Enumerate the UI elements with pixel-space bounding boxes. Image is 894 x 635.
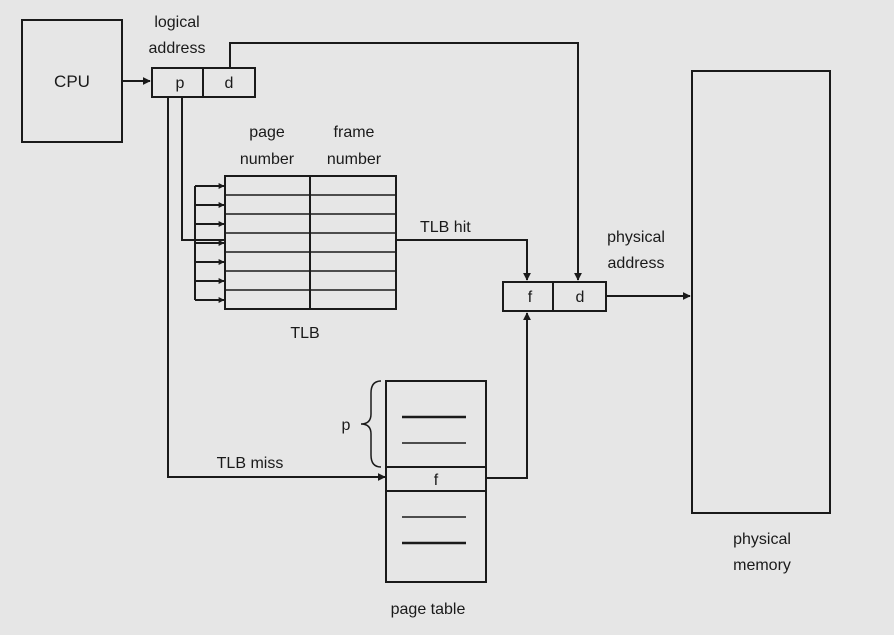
logical-address-box: p d <box>151 67 256 98</box>
page-table-p-label: p <box>342 417 351 434</box>
tlb-table <box>224 175 397 310</box>
logical-address-label-1: logical <box>154 14 199 31</box>
p-brace <box>360 380 382 468</box>
tlb-miss-arrow <box>167 97 386 481</box>
physical-address-box: f d <box>502 281 607 312</box>
page-table-label: page table <box>391 601 466 618</box>
tlb-header-frame-2: number <box>327 151 382 168</box>
tlb-header-frame-1: frame <box>334 124 375 141</box>
tlb-hit-arrow <box>396 239 531 281</box>
cpu-label: CPU <box>54 72 90 91</box>
p-to-tlb-line <box>181 97 225 241</box>
logical-d-field: d <box>225 75 234 92</box>
physical-memory-label-1: physical <box>733 531 791 548</box>
page-table: f <box>385 380 487 583</box>
tlb-comb-arrows <box>195 183 225 303</box>
physical-memory-label-2: memory <box>733 557 791 574</box>
physical-address-label-2: address <box>608 255 665 272</box>
cpu-box: CPU <box>21 19 123 143</box>
physical-memory-box <box>691 70 831 514</box>
page-table-f-entry: f <box>434 472 439 489</box>
physical-address-label-1: physical <box>607 229 665 246</box>
logical-address-label-2: address <box>149 40 206 57</box>
page-table-to-f-arrow <box>486 312 531 479</box>
tlb-hit-label: TLB hit <box>420 219 471 236</box>
tlb-header-page-1: page <box>249 124 285 141</box>
tlb-label: TLB <box>290 325 319 342</box>
offset-d-arrow <box>229 42 582 281</box>
tlb-miss-label: TLB miss <box>217 455 284 472</box>
physical-d-field: d <box>576 289 585 306</box>
tlb-header-page-2: number <box>240 151 295 168</box>
logical-p-field: p <box>176 75 185 92</box>
physical-f-field: f <box>528 289 533 306</box>
